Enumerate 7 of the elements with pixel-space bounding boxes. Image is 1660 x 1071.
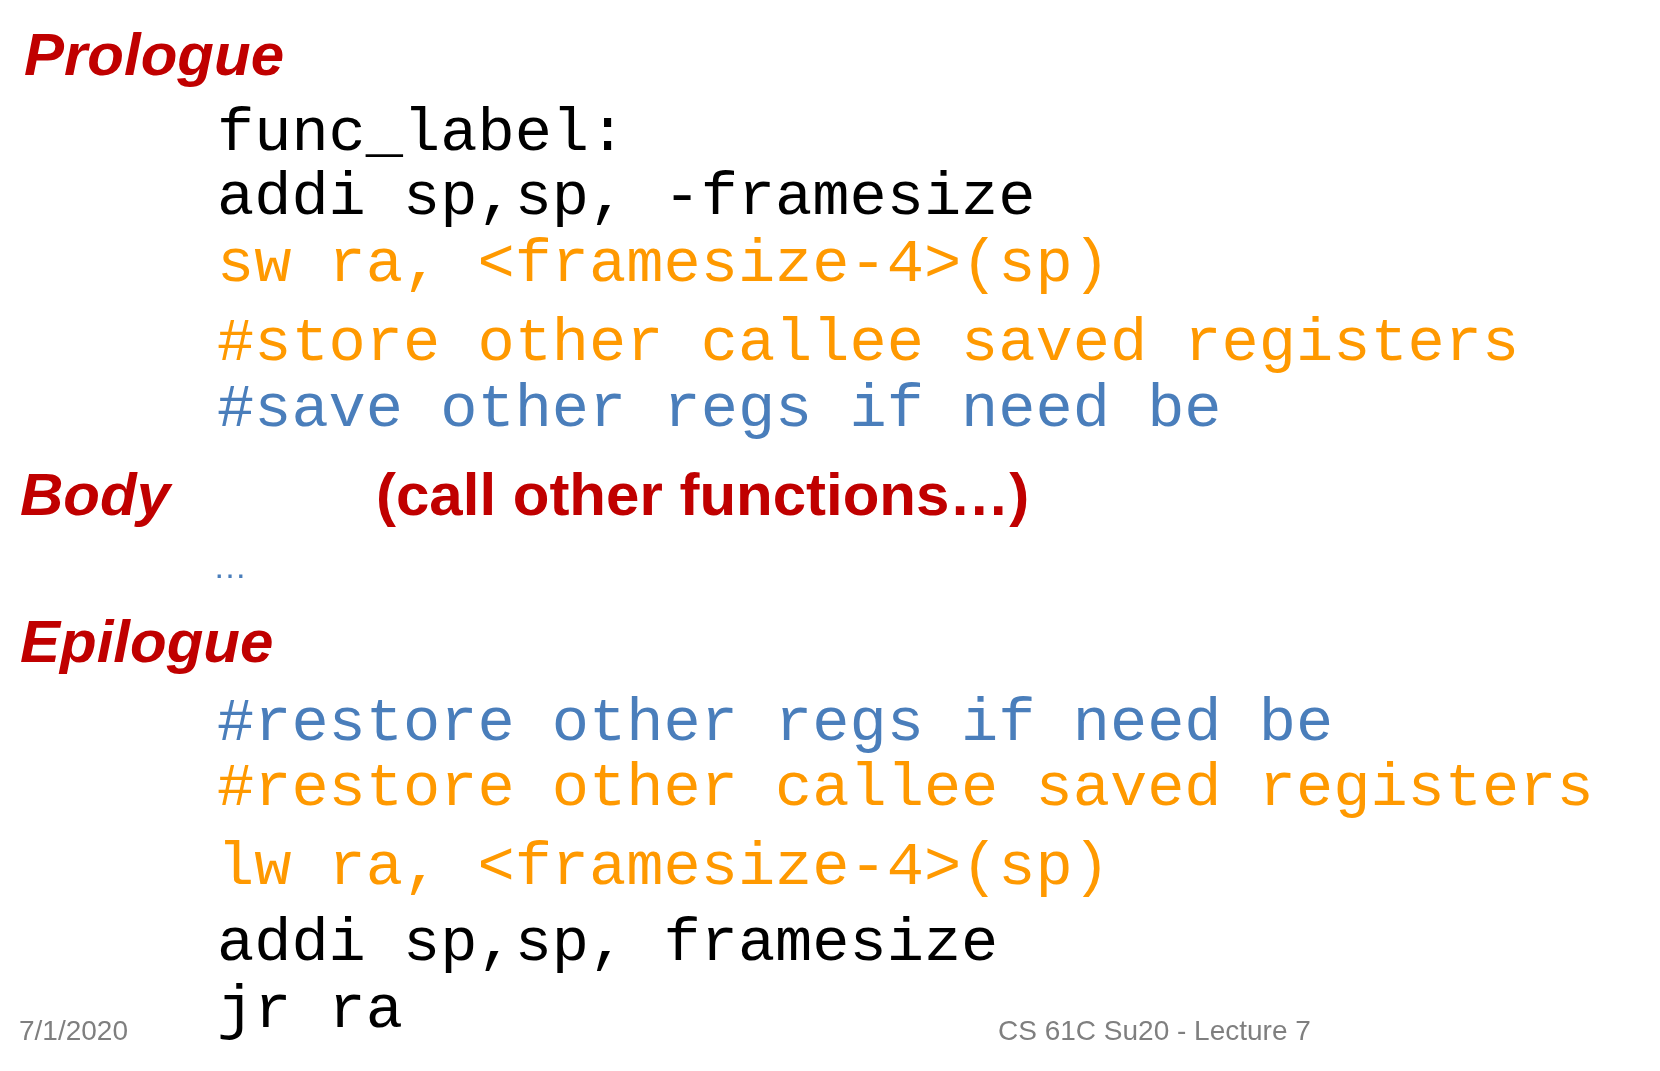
slide-date: 7/1/2020	[19, 1014, 128, 1048]
slide-footer: CS 61C Su20 - Lecture 7	[998, 1014, 1311, 1048]
ellipsis: …	[213, 545, 247, 587]
section-heading: Epilogue	[20, 607, 274, 677]
body-note: (call other functions…)	[376, 460, 1030, 530]
code-line: lw ra, <framesize-4>(sp)	[217, 830, 1110, 905]
section-heading: Prologue	[24, 20, 284, 90]
